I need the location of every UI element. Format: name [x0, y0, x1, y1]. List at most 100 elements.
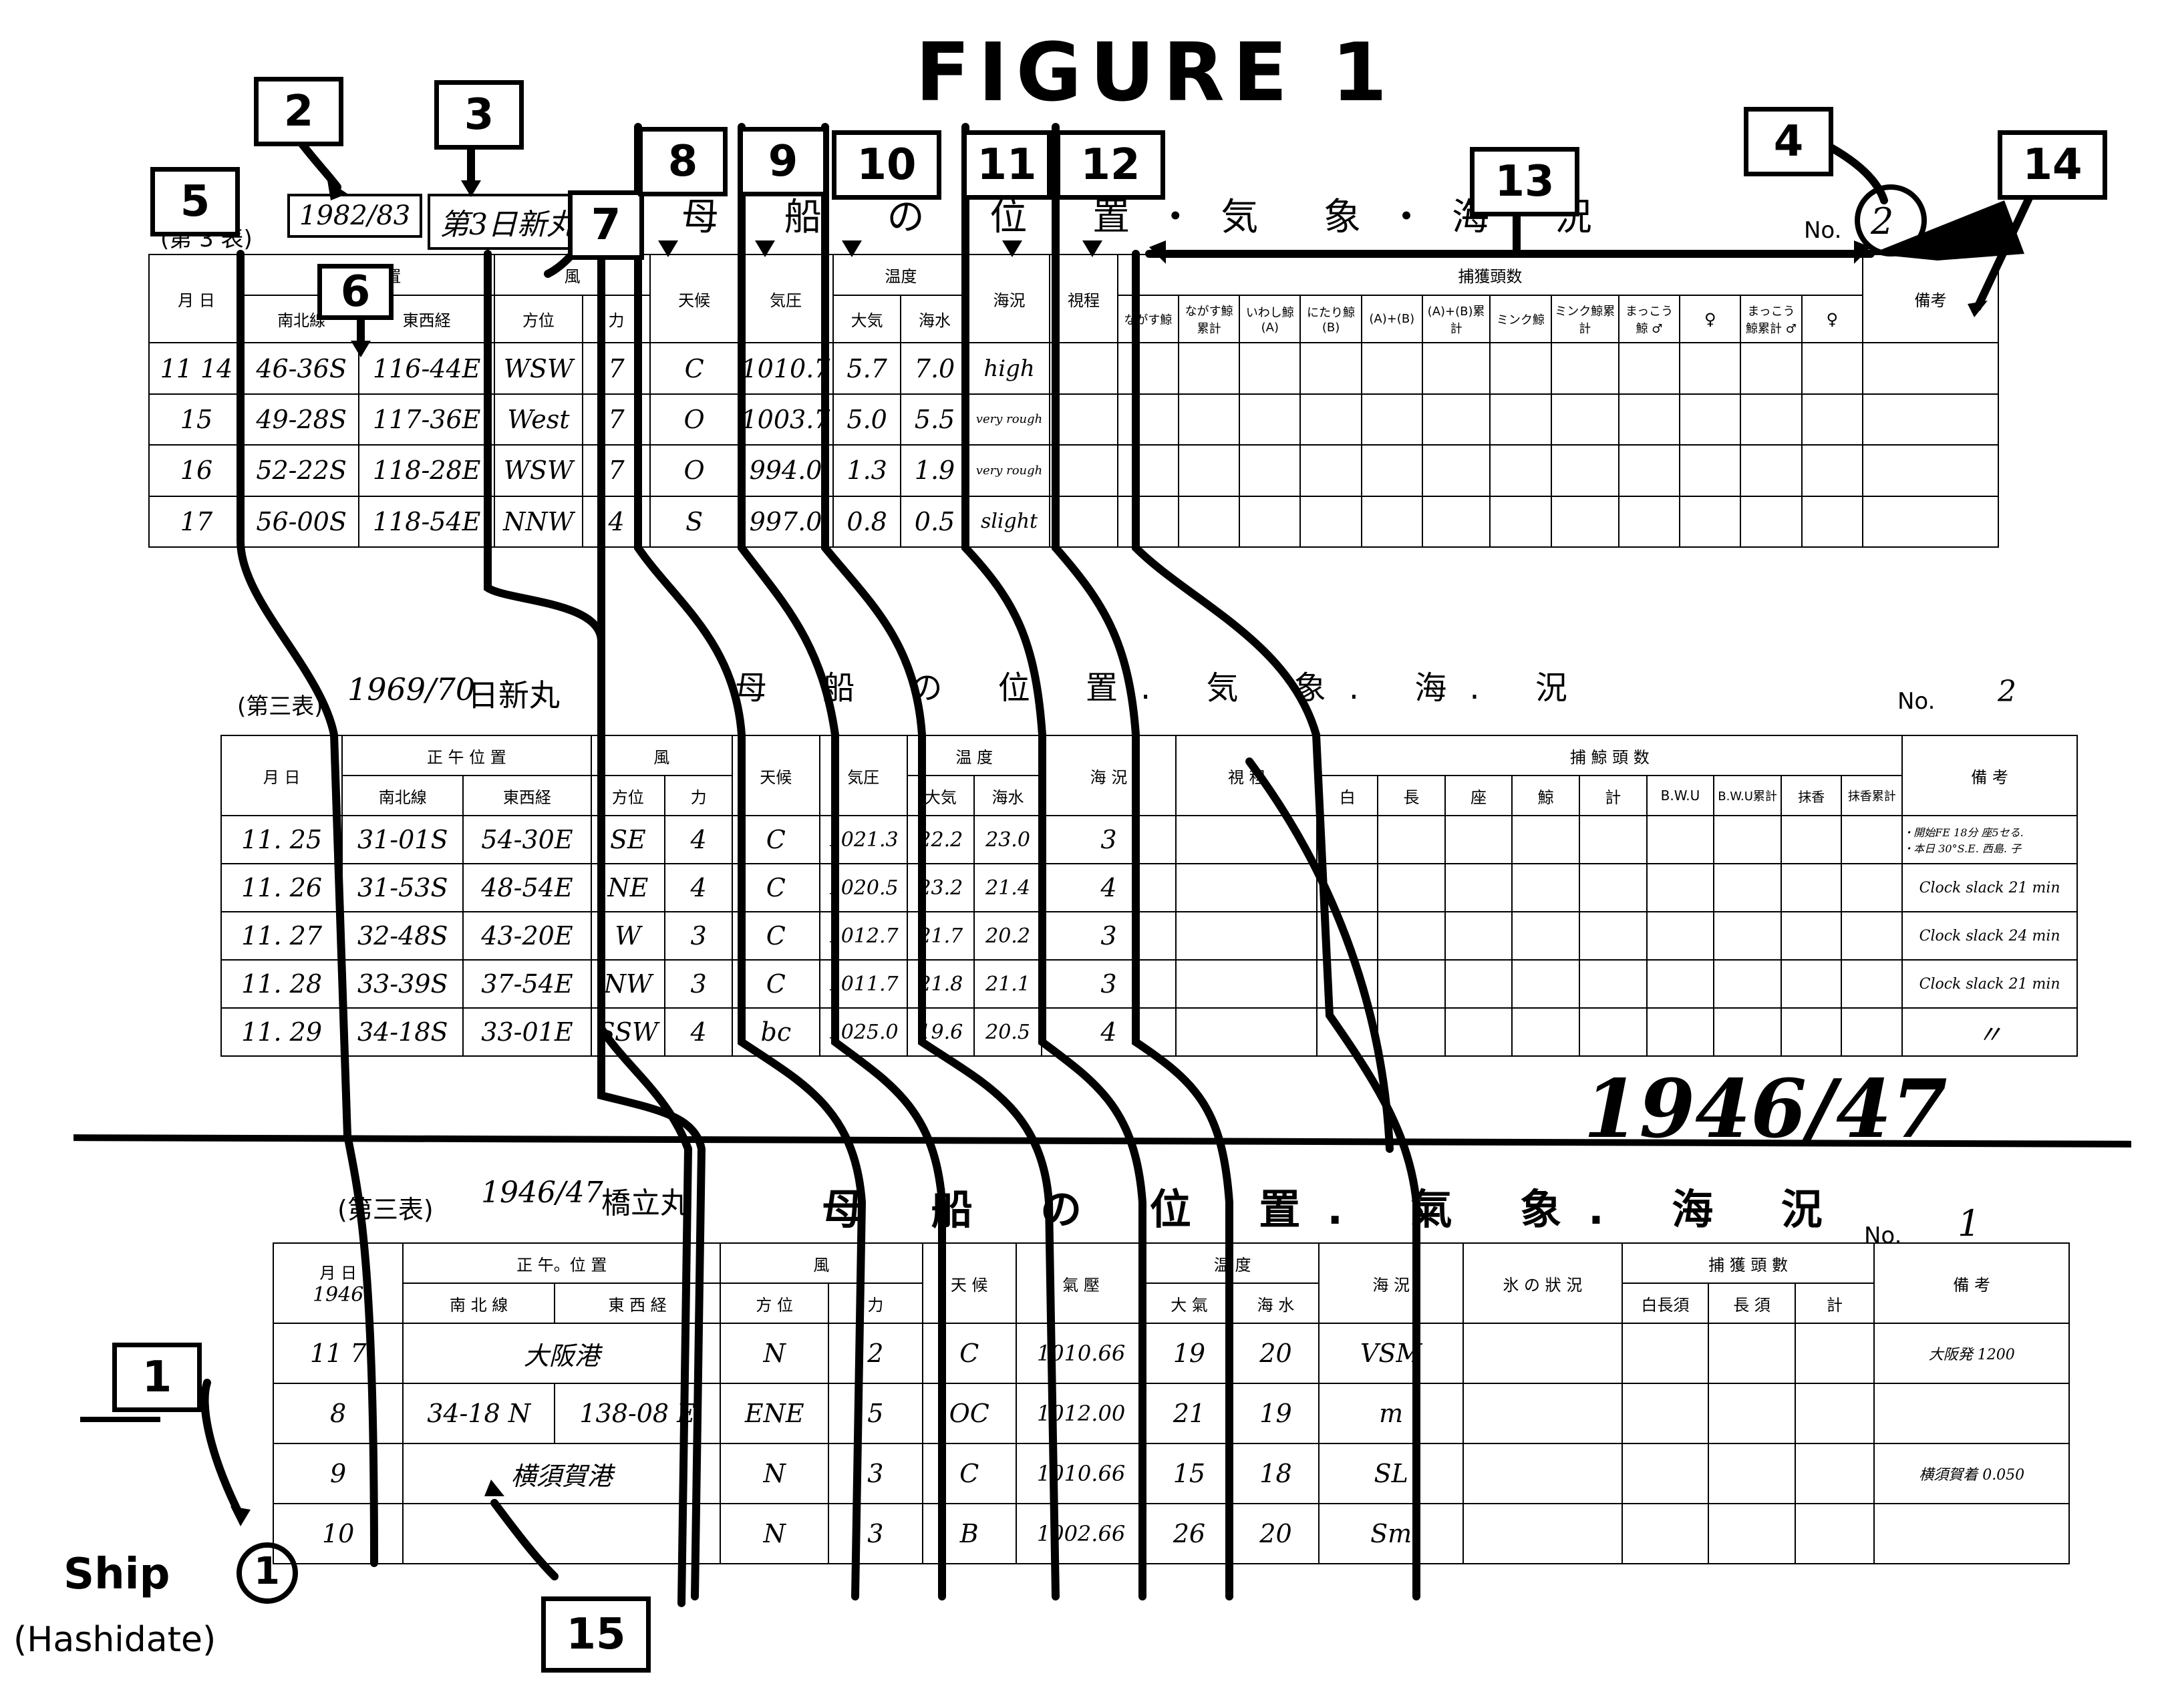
t3-r0-sea: 20: [1231, 1323, 1320, 1384]
t2-r4-weather: bc: [731, 1007, 820, 1057]
t2-r1-sea: 21.4: [973, 863, 1042, 912]
callout-1: 1: [112, 1343, 202, 1412]
table-row: 11 7 大阪港 N 2 C 1010.66 19 20 VSM 大阪発 120…: [272, 1323, 2070, 1384]
callout-7: 7: [568, 190, 644, 260]
t3-r0-pos: 大阪港: [402, 1323, 722, 1384]
t3-r1-dir: ENE: [720, 1383, 830, 1444]
ship-name: (Hashidate): [13, 1620, 216, 1660]
t1-h-sea-state: 海況: [967, 253, 1051, 344]
t1-r3-sea: 0.5: [900, 495, 969, 548]
t2-r1-air: 23.2: [906, 863, 975, 912]
table3-title: 母 船 の 位 置. 氣 象. 海 況: [822, 1185, 1849, 1234]
t1-h-air: 大気: [832, 295, 902, 344]
t1-h-ab: (A)+(B): [1360, 295, 1423, 344]
table3-no-value: 1: [1958, 1202, 1981, 1244]
t1-r3-force: 4: [581, 495, 651, 548]
t2-r2-state: 3: [1040, 911, 1177, 961]
t3-r3-date: 10: [272, 1503, 404, 1564]
t1-r3-air: 0.8: [832, 495, 902, 548]
t2-r1-dir: NE: [590, 863, 666, 912]
t2-r1-date: 11. 26: [220, 863, 343, 912]
table2-title: 母 船 の 位 置. 気 象. 海. 況: [735, 669, 1590, 707]
t1-r2-sea: 1.9: [900, 444, 969, 497]
table-row: 11. 25 31-01S 54-30E SE 4 C 1021.3 22.2 …: [220, 815, 2078, 864]
t1-r2-dir: WSW: [494, 444, 583, 497]
t2-r1-pressure: 1020.5: [818, 863, 908, 912]
t3-r1-lat: 34-18 N: [402, 1383, 555, 1444]
t1-r1-air: 5.0: [832, 393, 902, 446]
callout-10: 10: [832, 130, 941, 200]
t2-r3-lon: 37-54E: [462, 959, 592, 1009]
t1-r0-air: 5.7: [832, 342, 902, 395]
t3-h-dir: 方 位: [720, 1283, 830, 1324]
t2-h-sperm-cum: 抹香累計: [1841, 775, 1903, 816]
t3-h-air: 大 氣: [1145, 1283, 1233, 1324]
t1-r1-force: 7: [581, 393, 651, 446]
t1-r1-pressure: 1003.7: [738, 393, 834, 446]
t3-r3-force: 3: [828, 1503, 923, 1564]
t3-h-catch: 捕 獲 頭 數: [1621, 1242, 1875, 1284]
table-row: 16 52-22S 118-28E WSW 7 O 994.0 1.3 1.9 …: [148, 444, 2000, 497]
t2-h-remarks: 備 考: [1901, 735, 2078, 816]
callout-9: 9: [738, 127, 828, 196]
table3-number: (第三表): [337, 1195, 434, 1224]
table3-ship: 橋立丸: [601, 1186, 689, 1220]
t3-h-ice: 氷 の 狀 況: [1462, 1242, 1623, 1324]
t2-h-lon: 東西経: [462, 775, 592, 816]
t3-r2-weather: C: [921, 1443, 1017, 1504]
t3-r3-dir: N: [720, 1503, 830, 1564]
t3-r1-air: 21: [1145, 1383, 1233, 1444]
t3-r3-air: 26: [1145, 1503, 1233, 1564]
t2-h-dir: 方位: [590, 775, 666, 816]
t1-r0-pressure: 1010.7: [738, 342, 834, 395]
t1-h-sei: いわし鯨(A): [1239, 295, 1301, 344]
t2-r4-air: 19.6: [906, 1007, 975, 1057]
table-row: 17 56-00S 118-54E NNW 4 S 997.0 0.8 0.5 …: [148, 495, 2000, 548]
t1-h-catch: 捕獲頭数: [1116, 253, 1863, 297]
table2-form: 月 日 正 午 位 置 風 天候 気圧 温 度 海 況 視 程 捕 鯨 頭 数 …: [220, 735, 2078, 1057]
t3-h-remarks: 備 考: [1873, 1242, 2070, 1324]
t2-r0-date: 11. 25: [220, 815, 343, 864]
t1-r0-date: 11 14: [148, 342, 245, 395]
t3-h-wind: 風: [720, 1242, 923, 1284]
t2-r2-force: 3: [664, 911, 733, 961]
t1-h-sea: 海水: [900, 295, 969, 344]
t2-h-weather: 天候: [731, 735, 820, 816]
t2-h-pressure: 気圧: [818, 735, 908, 816]
table-row: 11. 27 32-48S 43-20E W 3 C 1012.7 21.7 2…: [220, 911, 2078, 961]
t2-r0-air: 22.2: [906, 815, 975, 864]
t1-h-force: 力: [581, 295, 651, 344]
t1-r1-lat: 49-28S: [243, 393, 360, 446]
table2-number: (第三表): [237, 693, 323, 720]
t2-h-visibility: 視 程: [1175, 735, 1318, 816]
t1-h-sperm-cum-f: ♀: [1801, 295, 1863, 344]
t3-r2-force: 3: [828, 1443, 923, 1504]
t3-r0-pressure: 1010.66: [1015, 1323, 1147, 1384]
t1-r0-dir: WSW: [494, 342, 583, 395]
t2-r3-weather: C: [731, 959, 820, 1009]
t2-r2-sea: 20.2: [973, 911, 1042, 961]
t2-r3-force: 3: [664, 959, 733, 1009]
t1-h-bryde: にたり鯨(B): [1299, 295, 1362, 344]
t2-r0-lon: 54-30E: [462, 815, 592, 864]
t3-r2-air: 15: [1145, 1443, 1233, 1504]
t3-r1-pressure: 1012.00: [1015, 1383, 1147, 1444]
table1-ship: 第3日新丸: [428, 194, 588, 250]
t2-h-whale: 鯨: [1511, 775, 1580, 816]
t1-r2-pressure: 994.0: [738, 444, 834, 497]
t3-r0-note: 大阪発 1200: [1873, 1323, 2070, 1384]
t3-r2-date: 9: [272, 1443, 404, 1504]
t2-h-force: 力: [664, 775, 733, 816]
t3-h-temp: 温 度: [1145, 1242, 1320, 1284]
ship-label: Ship: [63, 1550, 170, 1599]
t3-r2-state: SL: [1318, 1443, 1464, 1504]
table1-no-label: No.: [1804, 217, 1842, 244]
t2-h-noon-pos: 正 午 位 置: [341, 735, 592, 776]
t1-h-sperm: まっこう鯨 ♂: [1617, 295, 1681, 344]
t1-r1-dir: West: [494, 393, 583, 446]
table-row: 8 34-18 N 138-08 E ENE 5 OC 1012.00 21 1…: [272, 1383, 2070, 1444]
t2-h-sea-state: 海 況: [1040, 735, 1177, 816]
t2-r2-pressure: 1012.7: [818, 911, 908, 961]
t3-r3-state: Sm: [1318, 1503, 1464, 1564]
t1-r1-state: very rough: [967, 393, 1051, 446]
